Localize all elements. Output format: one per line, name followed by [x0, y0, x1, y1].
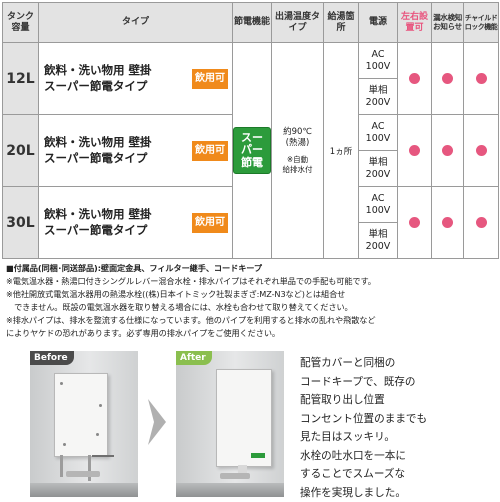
- leak-cell: [432, 115, 464, 187]
- spec-table: タンク容量 タイプ 節電機能 出湯温度タイプ 給湯箇所 電源 左右設置可 漏水検…: [2, 2, 499, 259]
- eco-badge-line2: 節電: [241, 156, 263, 169]
- screw: [63, 443, 66, 446]
- header-power: 電源: [359, 3, 398, 43]
- water-heater-unit: [54, 373, 108, 457]
- available-dot: [409, 73, 420, 84]
- note-line: ※他社開放式電気温水器用の熱湯水栓((株)日本イトミック社製まぎざ:MZ-N3な…: [6, 288, 496, 301]
- header-leak: 漏水検知お知らせ: [432, 3, 464, 43]
- header-capacity: タンク容量: [3, 3, 39, 43]
- power-ac: AC 100V: [359, 43, 398, 79]
- drinkable-badge: 飲用可: [192, 69, 228, 89]
- available-dot: [409, 217, 420, 228]
- temp-note: ※自動 給排水付: [272, 155, 323, 175]
- drinkable-badge: 飲用可: [192, 141, 228, 161]
- leak-cell: [432, 187, 464, 259]
- note-line: ■付属品(同梱･同送部品):壁面定金具、フィルター継手、コードキープ: [6, 262, 496, 275]
- description-line: 配管カバーと同梱の: [300, 354, 498, 373]
- available-dot: [442, 73, 453, 84]
- drinkable-badge: 飲用可: [192, 213, 228, 233]
- description-line: 見た目はスッキリ。: [300, 428, 498, 447]
- power-cord: [92, 455, 114, 457]
- capacity-12l: 12L: [3, 43, 39, 115]
- temp-note-line2: 給排水付: [283, 165, 313, 174]
- eco-badge-line1: スーパー: [241, 131, 263, 157]
- available-dot: [476, 217, 487, 228]
- notes: ■付属品(同梱･同送部品):壁面定金具、フィルター継手、コードキープ ※電気温水…: [6, 262, 496, 340]
- description-line: コンセント位置のままでも: [300, 410, 498, 429]
- temp-cell: 約90℃ (熱湯) ※自動 給排水付: [272, 43, 324, 259]
- type-cell: 飲料・洗い物用 壁掛 スーパー節電タイプ 飲用可: [39, 43, 233, 115]
- description-line: 操作を実現しました。: [300, 484, 498, 502]
- water-heater-unit: [216, 369, 272, 467]
- install-cell: [398, 115, 432, 187]
- header-temp: 出湯温度タイプ: [272, 3, 324, 43]
- header-type: タイプ: [39, 3, 233, 43]
- leak-cell: [432, 43, 464, 115]
- type-cell: 飲料・洗い物用 壁掛 スーパー節電タイプ 飲用可: [39, 115, 233, 187]
- power-ac: AC 100V: [359, 115, 398, 151]
- power-ac-label: AC 100V: [366, 49, 391, 71]
- description-line: することでスムーズな: [300, 465, 498, 484]
- description-line: コードキープで、既存の: [300, 373, 498, 392]
- supply-cell: 1ヵ所: [324, 43, 359, 259]
- before-label: Before: [30, 351, 74, 365]
- faucet: [220, 473, 250, 479]
- screw: [99, 404, 102, 407]
- power-single-label: 単相 200V: [366, 229, 391, 251]
- available-dot: [476, 145, 487, 156]
- sink: [30, 483, 138, 497]
- power-single-phase: 単相 200V: [359, 223, 398, 259]
- power-single-label: 単相 200V: [366, 157, 391, 179]
- eco-sticker: [251, 453, 265, 458]
- install-cell: [398, 187, 432, 259]
- power-single-phase: 単相 200V: [359, 151, 398, 187]
- header-eco: 節電機能: [233, 3, 272, 43]
- install-cell: [398, 43, 432, 115]
- faucet: [66, 471, 100, 477]
- before-photo: Before: [30, 351, 138, 497]
- screw: [60, 382, 63, 385]
- power-single-phase: 単相 200V: [359, 79, 398, 115]
- power-ac-label: AC 100V: [366, 193, 391, 215]
- power-ac-label: AC 100V: [366, 121, 391, 143]
- temp-note-line1: ※自動: [287, 155, 308, 164]
- sink: [176, 483, 284, 497]
- child-lock-cell: [464, 43, 499, 115]
- eco-cell: スーパー 節電: [233, 43, 272, 259]
- note-line: ※排水パイプは、排水を整流する仕様になっています。他のパイプを利用すると排水の乱…: [6, 314, 496, 327]
- temp-label: (熱湯): [286, 138, 310, 148]
- available-dot: [409, 145, 420, 156]
- available-dot: [442, 145, 453, 156]
- header-supply: 給湯箇所: [324, 3, 359, 43]
- child-lock-cell: [464, 187, 499, 259]
- arrow-right-icon: [148, 399, 166, 445]
- available-dot: [442, 217, 453, 228]
- header-child: チャイルドロック機能: [464, 3, 499, 43]
- power-single-label: 単相 200V: [366, 85, 391, 107]
- note-line: によりヤケドの恐れがあります。必ず専用の排水パイプをご使用ください。: [6, 327, 496, 340]
- exposed-pipe: [88, 455, 91, 481]
- exposed-pipe: [60, 455, 63, 477]
- description-line: 配管取り出し位置: [300, 391, 498, 410]
- description-line: 水栓の吐水口を一本に: [300, 447, 498, 466]
- type-cell: 飲料・洗い物用 壁掛 スーパー節電タイプ 飲用可: [39, 187, 233, 259]
- capacity-30l: 30L: [3, 187, 39, 259]
- child-lock-cell: [464, 115, 499, 187]
- before-after-photos: Before After: [30, 351, 280, 497]
- screw: [96, 433, 99, 436]
- header-install: 左右設置可: [398, 3, 432, 43]
- note-line: ※電気温水器・熱湯口付きシングルレバー混合水栓・排水パイプはそれぞれ単品での手配…: [6, 275, 496, 288]
- temp-value: 約90℃: [283, 127, 312, 137]
- after-photo: After: [176, 351, 284, 497]
- note-line: できません。既設の電気温水器を取り替える場合には、水栓も合わせて取り替えてくださ…: [6, 301, 496, 314]
- description: 配管カバーと同梱の コードキープで、既存の 配管取り出し位置 コンセント位置のま…: [300, 354, 498, 502]
- super-eco-badge: スーパー 節電: [233, 127, 271, 175]
- available-dot: [476, 73, 487, 84]
- capacity-20l: 20L: [3, 115, 39, 187]
- power-ac: AC 100V: [359, 187, 398, 223]
- after-label: After: [176, 351, 212, 365]
